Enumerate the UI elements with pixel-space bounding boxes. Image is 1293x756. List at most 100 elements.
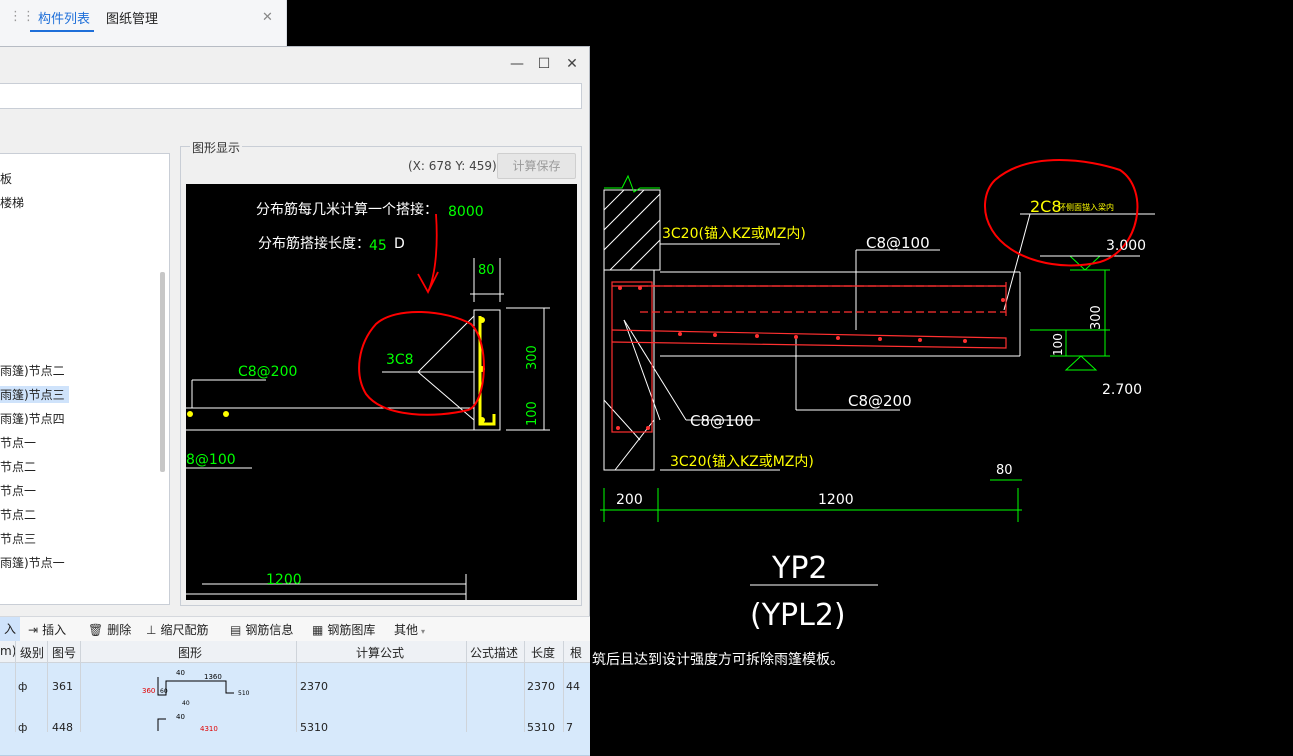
tree-item[interactable]: 楼梯 — [0, 196, 25, 210]
insert-icon: ⇥ — [28, 623, 39, 637]
tree-item[interactable]: 雨篷)节点二 — [0, 364, 65, 378]
tree-item[interactable]: 节点一 — [0, 436, 37, 450]
other-dropdown[interactable]: 其他▾ — [394, 623, 426, 637]
svg-text:510: 510 — [238, 690, 250, 697]
cell-length: 5310 — [527, 721, 555, 734]
cad-label-3c20-bot: 3C20(锚入KZ或MZ内) — [670, 454, 814, 470]
svg-text:60: 60 — [160, 688, 168, 695]
tree-item[interactable]: 雨篷)节点四 — [0, 412, 65, 426]
tree-scrollbar[interactable] — [160, 272, 165, 472]
table-header: m) 级别 图号 图形 计算公式 公式描述 长度 根 — [0, 641, 590, 663]
col-header: 长度 — [531, 646, 556, 660]
close-icon[interactable]: ✕ — [262, 10, 273, 25]
cad-label-c8-100-top: C8@100 — [866, 234, 930, 252]
table-row[interactable]: ф 448 40 4310 5310 5310 7 — [0, 709, 590, 756]
cell-shape: 40 360 60 1360 510 40 — [142, 669, 250, 707]
dim-300: 300 — [525, 345, 540, 370]
spacing-label: 分布筋每几米计算一个搭接： — [256, 201, 438, 218]
label-c8-200: C8@200 — [238, 364, 297, 380]
svg-text:360: 360 — [142, 687, 155, 695]
tree-item[interactable]: 节点三 — [0, 532, 37, 546]
col-header: 图形 — [178, 646, 203, 660]
col-header: 级别 — [20, 646, 45, 660]
cad-dim-100: 100 — [1051, 333, 1065, 356]
rebar-toolbar: 入 ⇥插入 🗑删除 ⊥缩尺配筋 ▤钢筋信息 ▦钢筋图库 其他▾ — [0, 616, 590, 641]
scale-rebar-button[interactable]: ⊥缩尺配筋 — [146, 623, 209, 637]
lap-unit: D — [394, 236, 405, 252]
svg-text:40: 40 — [182, 700, 190, 707]
rebar-library-button[interactable]: ▦钢筋图库 — [312, 623, 376, 637]
node-drawing-canvas[interactable]: 分布筋每几米计算一个搭接： 8000 分布筋搭接长度： 45 D — [186, 184, 577, 600]
bar-3c8: 3C8 — [386, 352, 414, 368]
cad-dim-80: 80 — [996, 463, 1013, 478]
node-tree: 板 楼梯 雨篷)节点二 雨篷)节点三 雨篷)节点四 节点一 节点二 节点一 节点… — [0, 153, 170, 605]
dim-1200: 1200 — [266, 572, 302, 588]
tab-component-list[interactable]: 构件列表 — [38, 12, 91, 27]
tree-item[interactable]: 节点二 — [0, 508, 37, 522]
col-header: 图号 — [52, 646, 77, 660]
maximize-button[interactable]: ☐ — [537, 56, 551, 72]
calc-save-button[interactable]: 计算保存 — [497, 153, 576, 179]
filter-input[interactable] — [0, 83, 582, 109]
tree-item[interactable]: 板 — [0, 172, 13, 186]
minimize-button[interactable]: — — [510, 56, 524, 72]
graphic-display-frame — [180, 146, 582, 606]
cad-dim-300: 300 — [1089, 305, 1104, 330]
lap-value[interactable]: 45 — [369, 238, 387, 254]
ruler-icon: ⊥ — [146, 623, 157, 637]
trash-icon: 🗑 — [88, 623, 104, 637]
drag-handle-icon[interactable]: ⋮⋮ — [9, 9, 35, 24]
cad-dim-1200: 1200 — [818, 492, 854, 508]
cad-label-2c8: 2C8 — [1030, 197, 1062, 216]
spacing-value[interactable]: 8000 — [448, 204, 484, 220]
cad-label-2c8-note: 环侧面锚入梁内 — [1058, 202, 1114, 212]
dim-80: 80 — [478, 263, 495, 278]
chevron-down-icon: ▾ — [421, 627, 426, 636]
svg-text:1360: 1360 — [204, 673, 222, 681]
lap-label: 分布筋搭接长度： — [258, 235, 370, 252]
insert-partial-button[interactable]: 入 — [0, 617, 21, 641]
graphic-display-label: 图形显示 — [190, 139, 243, 156]
tree-item[interactable]: 雨篷)节点一 — [0, 556, 65, 570]
cad-dim-200: 200 — [616, 492, 643, 508]
cad-subtitle: (YPL2) — [750, 598, 846, 633]
col-header: 根 — [570, 646, 583, 660]
active-tab-indicator — [30, 30, 94, 32]
col-header: 公式描述 — [470, 646, 519, 660]
component-panel-header: ⋮⋮ 构件列表 图纸管理 ✕ — [0, 0, 287, 48]
svg-text:4310: 4310 — [200, 725, 218, 733]
info-list-icon: ▤ — [230, 623, 242, 637]
cad-title: YP2 — [771, 551, 828, 586]
cad-label-3c20-top: 3C20(锚入KZ或MZ内) — [662, 226, 806, 242]
cell-count: 44 — [566, 680, 580, 693]
col-header: 计算公式 — [356, 646, 405, 660]
tree-item[interactable]: 节点二 — [0, 460, 37, 474]
coordinates-readout: (X: 678 Y: 459) — [408, 159, 497, 173]
cell-formula[interactable]: 5310 — [300, 721, 328, 734]
cell-length: 2370 — [527, 680, 555, 693]
cad-label-c8-100-mid: C8@100 — [690, 412, 754, 430]
cad-elevation-bot: 2.700 — [1102, 382, 1142, 398]
cell-code: 448 — [52, 721, 73, 734]
tab-drawing-management[interactable]: 图纸管理 — [106, 12, 159, 27]
svg-text:40: 40 — [176, 713, 185, 721]
delete-button[interactable]: 🗑删除 — [88, 623, 132, 637]
cell-code: 361 — [52, 680, 73, 693]
tree-item[interactable]: 节点一 — [0, 484, 37, 498]
insert-button[interactable]: ⇥插入 — [28, 623, 67, 637]
col-header: m) — [0, 644, 17, 658]
close-button[interactable]: ✕ — [566, 56, 578, 72]
cell-count: 7 — [566, 721, 573, 734]
dim-100: 100 — [525, 401, 540, 426]
svg-text:40: 40 — [176, 669, 185, 677]
cell-shape: 40 4310 — [157, 713, 218, 733]
cell-formula[interactable]: 2370 — [300, 680, 328, 693]
cad-elevation-top: 3.000 — [1106, 238, 1146, 254]
tree-item-selected[interactable]: 雨篷)节点三 — [0, 386, 69, 403]
cad-label-c8-200: C8@200 — [848, 392, 912, 410]
library-icon: ▦ — [312, 623, 324, 637]
table-row[interactable]: ф 361 40 360 60 1360 510 40 2370 2370 44 — [0, 663, 590, 710]
rebar-info-button[interactable]: ▤钢筋信息 — [230, 623, 294, 637]
rebar-table: m) 级别 图号 图形 计算公式 公式描述 长度 根 ф 361 40 360 … — [0, 641, 590, 756]
label-c8-100: 8@100 — [186, 452, 236, 468]
